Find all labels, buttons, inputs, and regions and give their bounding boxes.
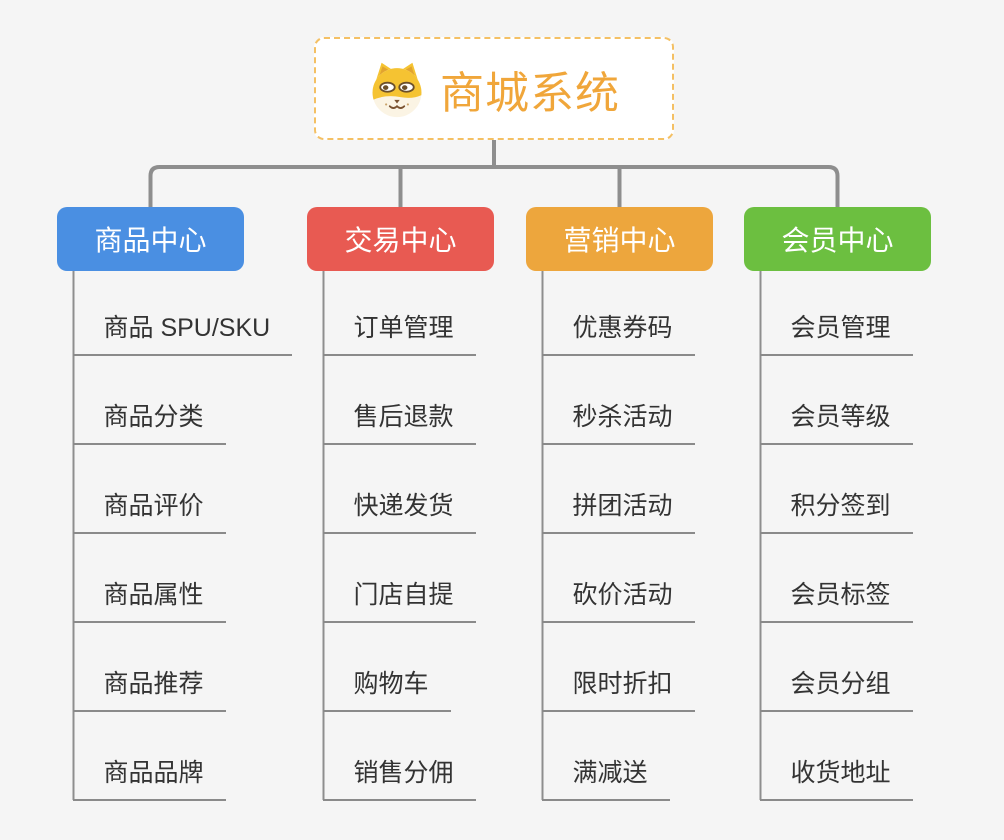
branch-node[interactable]: 会员中心 [744,207,931,271]
branch-node[interactable]: 商品中心 [57,207,244,271]
branch-label: 商品中心 [94,225,207,256]
leaf-node[interactable]: 商品属性 [72,578,226,623]
branch-node[interactable]: 营销中心 [526,207,713,271]
leaf-node[interactable]: 会员标签 [759,578,913,623]
leaf-node[interactable]: 优惠券码 [541,311,695,356]
leaf-node[interactable]: 限时折扣 [541,667,695,712]
branch-node[interactable]: 交易中心 [307,207,494,271]
leaf-node[interactable]: 商品品牌 [72,756,226,801]
leaf-node[interactable]: 会员分组 [759,667,913,712]
leaf-node[interactable]: 商品推荐 [72,667,226,712]
leaf-node[interactable]: 订单管理 [322,311,476,356]
root-title: 商城系统 [440,68,620,118]
leaf-node[interactable]: 秒杀活动 [541,400,695,445]
leaf-node[interactable]: 购物车 [322,667,451,712]
branch-label: 交易中心 [344,225,457,256]
leaf-node[interactable]: 售后退款 [322,400,476,445]
leaf-node[interactable]: 商品评价 [72,489,226,534]
leaf-node[interactable]: 积分签到 [759,489,913,534]
leaf-node[interactable]: 砍价活动 [541,578,695,623]
branch-label: 会员中心 [781,225,894,256]
leaf-node[interactable]: 满减送 [541,756,670,801]
leaf-node[interactable]: 收货地址 [759,756,913,801]
leaf-node[interactable]: 拼团活动 [541,489,695,534]
leaf-node[interactable]: 会员等级 [759,400,913,445]
leaf-node[interactable]: 销售分佣 [322,756,476,801]
leaf-node[interactable]: 商品 SPU/SKU [72,311,293,356]
leaf-node[interactable]: 商品分类 [72,400,226,445]
leaf-node[interactable]: 门店自提 [322,578,476,623]
branch-label: 营销中心 [563,225,676,256]
root-node[interactable]: 商城系统 [314,37,674,140]
leaf-node[interactable]: 会员管理 [759,311,913,356]
doge-icon [368,60,426,118]
leaf-node[interactable]: 快递发货 [322,489,476,534]
